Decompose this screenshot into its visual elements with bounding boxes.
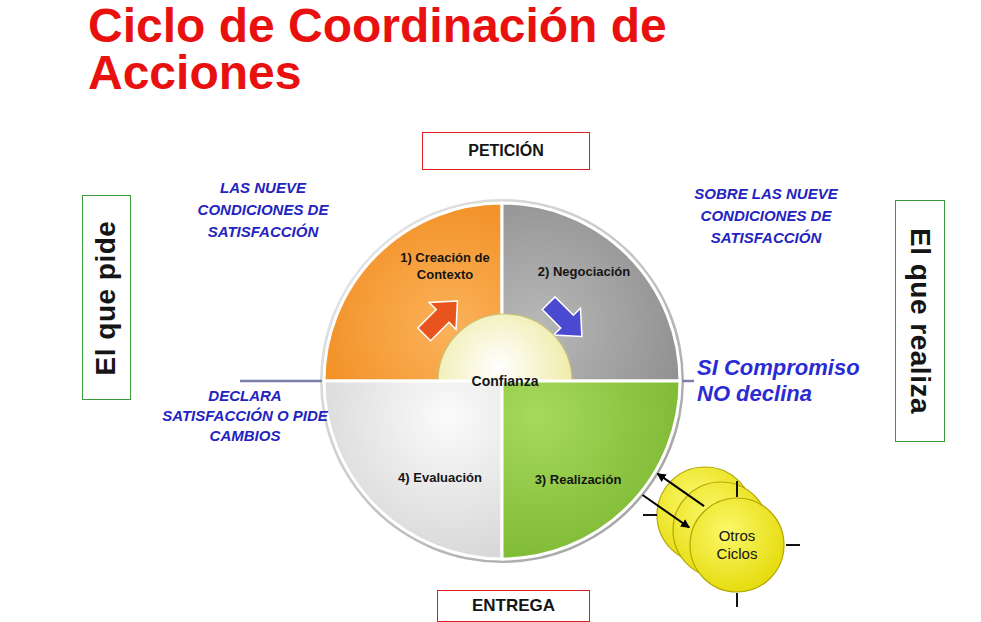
phase-quadrant: 2) Negociación	[502, 203, 680, 381]
tick-mark	[736, 593, 738, 607]
phase-label: 2) Negociación	[524, 263, 644, 280]
request-box: PETICIÓN	[422, 132, 590, 170]
quadrant-outline	[502, 203, 680, 381]
annotation-label: SI Compromiso NO declina	[697, 355, 887, 407]
node-label: El que pide	[91, 220, 123, 375]
phase-quadrant: 1) Creación de Contexto	[324, 203, 502, 381]
node-label: Confianza	[472, 373, 539, 390]
node-label: Otros Ciclos	[702, 527, 772, 563]
quadrant-outline	[502, 381, 680, 559]
axis-line	[240, 380, 322, 383]
phase-label: 3) Realización	[520, 471, 636, 488]
center-circle: Confianza	[437, 313, 573, 449]
axis-line	[682, 380, 694, 383]
phase-quadrant: 3) Realización	[502, 381, 680, 559]
diagram-title: Ciclo de Coordinación de Acciones	[88, 2, 848, 96]
phase-label: 4) Evaluación	[382, 469, 498, 486]
phase-quadrant: 4) Evaluación	[324, 381, 502, 559]
tick-mark	[643, 514, 657, 516]
connector-arrow	[643, 495, 690, 528]
quadrant-outline	[324, 203, 502, 381]
node-label: ENTREGA	[472, 596, 555, 616]
delivery-box: ENTREGA	[437, 590, 590, 622]
cycle-circle: Otros Ciclos	[689, 497, 785, 593]
annotation-label: SOBRE LAS NUEVE CONDICIONES DE SATISFACC…	[677, 183, 855, 249]
node-label: El que realiza	[904, 228, 936, 414]
tick-mark	[786, 544, 800, 546]
tick-mark	[736, 481, 738, 497]
annotation-label: DECLARA SATISFACCIÓN O PIDE CAMBIOS	[160, 386, 330, 446]
wheel-rim	[320, 199, 684, 563]
connector-arrow	[657, 474, 704, 507]
role-box: El que pide	[82, 195, 131, 400]
phase-label: 1) Creación de Contexto	[392, 249, 498, 283]
node-label: PETICIÓN	[468, 141, 544, 160]
role-box: El que realiza	[895, 200, 945, 442]
annotation-label: LAS NUEVE CONDICIONES DE SATISFACCIÓN	[178, 177, 348, 243]
